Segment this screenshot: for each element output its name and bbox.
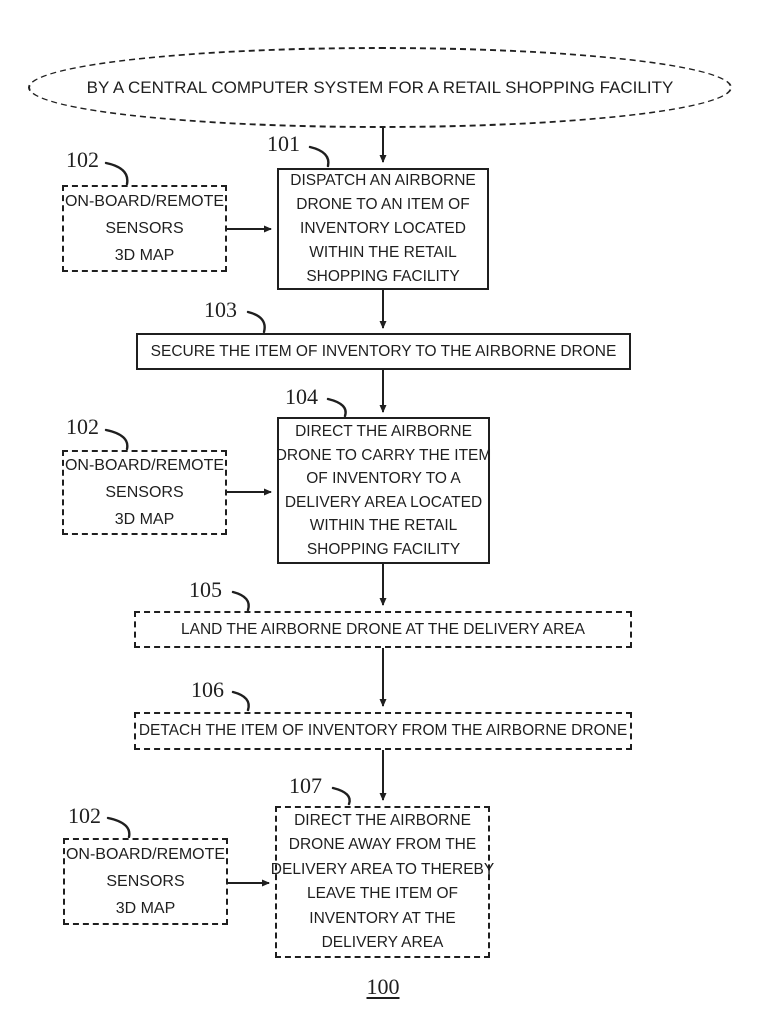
leader-line-104 [326, 397, 347, 418]
sensor-line: SENSORS [105, 220, 184, 237]
step-104-line: OF INVENTORY TO A [306, 470, 461, 487]
sensor-line: ON-BOARD/REMOTE [65, 846, 226, 863]
ref-label-102b: 102 [66, 414, 99, 439]
ref-label-107: 107 [289, 773, 322, 798]
start-ellipse-text: BY A CENTRAL COMPUTER SYSTEM FOR A RETAI… [86, 77, 674, 97]
sensor-line: 3D MAP [114, 247, 175, 264]
step-107-line: DELIVERY AREA TO THEREBY [270, 860, 495, 878]
step-101-line: SHOPPING FACILITY [306, 268, 460, 285]
step-105-line: LAND THE AIRBORNE DRONE AT THE DELIVERY … [181, 620, 585, 638]
step-101-line: INVENTORY LOCATED [300, 220, 466, 237]
ref-label-101: 101 [267, 131, 300, 156]
sensor-box-102c: ON-BOARD/REMOTE SENSORS 3D MAP [63, 838, 228, 925]
step-104-line: DRONE TO CARRY THE ITEM [275, 446, 492, 464]
step-106-line: DETACH THE ITEM OF INVENTORY FROM THE AI… [138, 722, 628, 739]
step-107-line: DRONE AWAY FROM THE [288, 836, 477, 853]
sensor-box-102b: ON-BOARD/REMOTE SENSORS 3D MAP [62, 450, 227, 535]
step-103-line: SECURE THE ITEM OF INVENTORY TO THE AIRB… [150, 342, 617, 360]
step-107-line: LEAVE THE ITEM OF [306, 885, 458, 902]
leader-line-102b [104, 428, 129, 451]
step-104-line: WITHIN THE RETAIL [309, 517, 458, 534]
sensor-box-102a: ON-BOARD/REMOTE SENSORS 3D MAP [62, 185, 227, 272]
step-box-106: DETACH THE ITEM OF INVENTORY FROM THE AI… [134, 712, 632, 750]
leader-line-103 [246, 310, 266, 334]
sensor-line: SENSORS [106, 873, 185, 890]
sensor-line: 3D MAP [115, 900, 176, 917]
ref-label-106: 106 [191, 677, 224, 702]
ref-label-102c: 102 [68, 803, 101, 828]
leader-line-107 [331, 786, 351, 806]
step-107-line: DIRECT THE AIRBORNE [294, 811, 471, 829]
leader-line-102a [104, 161, 129, 186]
step-101-line: DISPATCH AN AIRBORNE [290, 172, 476, 189]
step-box-103: SECURE THE ITEM OF INVENTORY TO THE AIRB… [136, 333, 631, 370]
start-ellipse: BY A CENTRAL COMPUTER SYSTEM FOR A RETAI… [28, 47, 732, 128]
leader-line-101 [308, 145, 330, 168]
step-101-line: DRONE TO AN ITEM OF [296, 196, 470, 213]
step-107-line: DELIVERY AREA [321, 934, 444, 951]
sensor-line: SENSORS [105, 484, 184, 501]
leader-line-106 [231, 690, 250, 712]
leader-line-105 [231, 590, 250, 612]
ref-label-103: 103 [204, 297, 237, 322]
step-104-line: SHOPPING FACILITY [306, 540, 461, 558]
step-104-line: DIRECT THE AIRBORNE [295, 423, 472, 440]
leader-line-102c [106, 816, 131, 839]
ref-label-104: 104 [285, 384, 318, 409]
step-104-line: DELIVERY AREA LOCATED [284, 493, 483, 511]
step-107-line: INVENTORY AT THE [309, 909, 456, 927]
sensor-line: ON-BOARD/REMOTE [64, 457, 225, 474]
sensor-line: ON-BOARD/REMOTE [64, 193, 225, 210]
step-101-line: WITHIN THE RETAIL [309, 244, 457, 261]
ref-label-105: 105 [189, 577, 222, 602]
ref-label-102a: 102 [66, 147, 99, 172]
figure-number: 100 [366, 974, 400, 999]
step-box-107: DIRECT THE AIRBORNE DRONE AWAY FROM THE … [271, 806, 494, 958]
sensor-line: 3D MAP [114, 511, 175, 528]
step-box-105: LAND THE AIRBORNE DRONE AT THE DELIVERY … [134, 611, 632, 648]
step-box-104: DIRECT THE AIRBORNE DRONE TO CARRY THE I… [275, 417, 492, 564]
step-box-101: DISPATCH AN AIRBORNE DRONE TO AN ITEM OF… [277, 168, 489, 290]
